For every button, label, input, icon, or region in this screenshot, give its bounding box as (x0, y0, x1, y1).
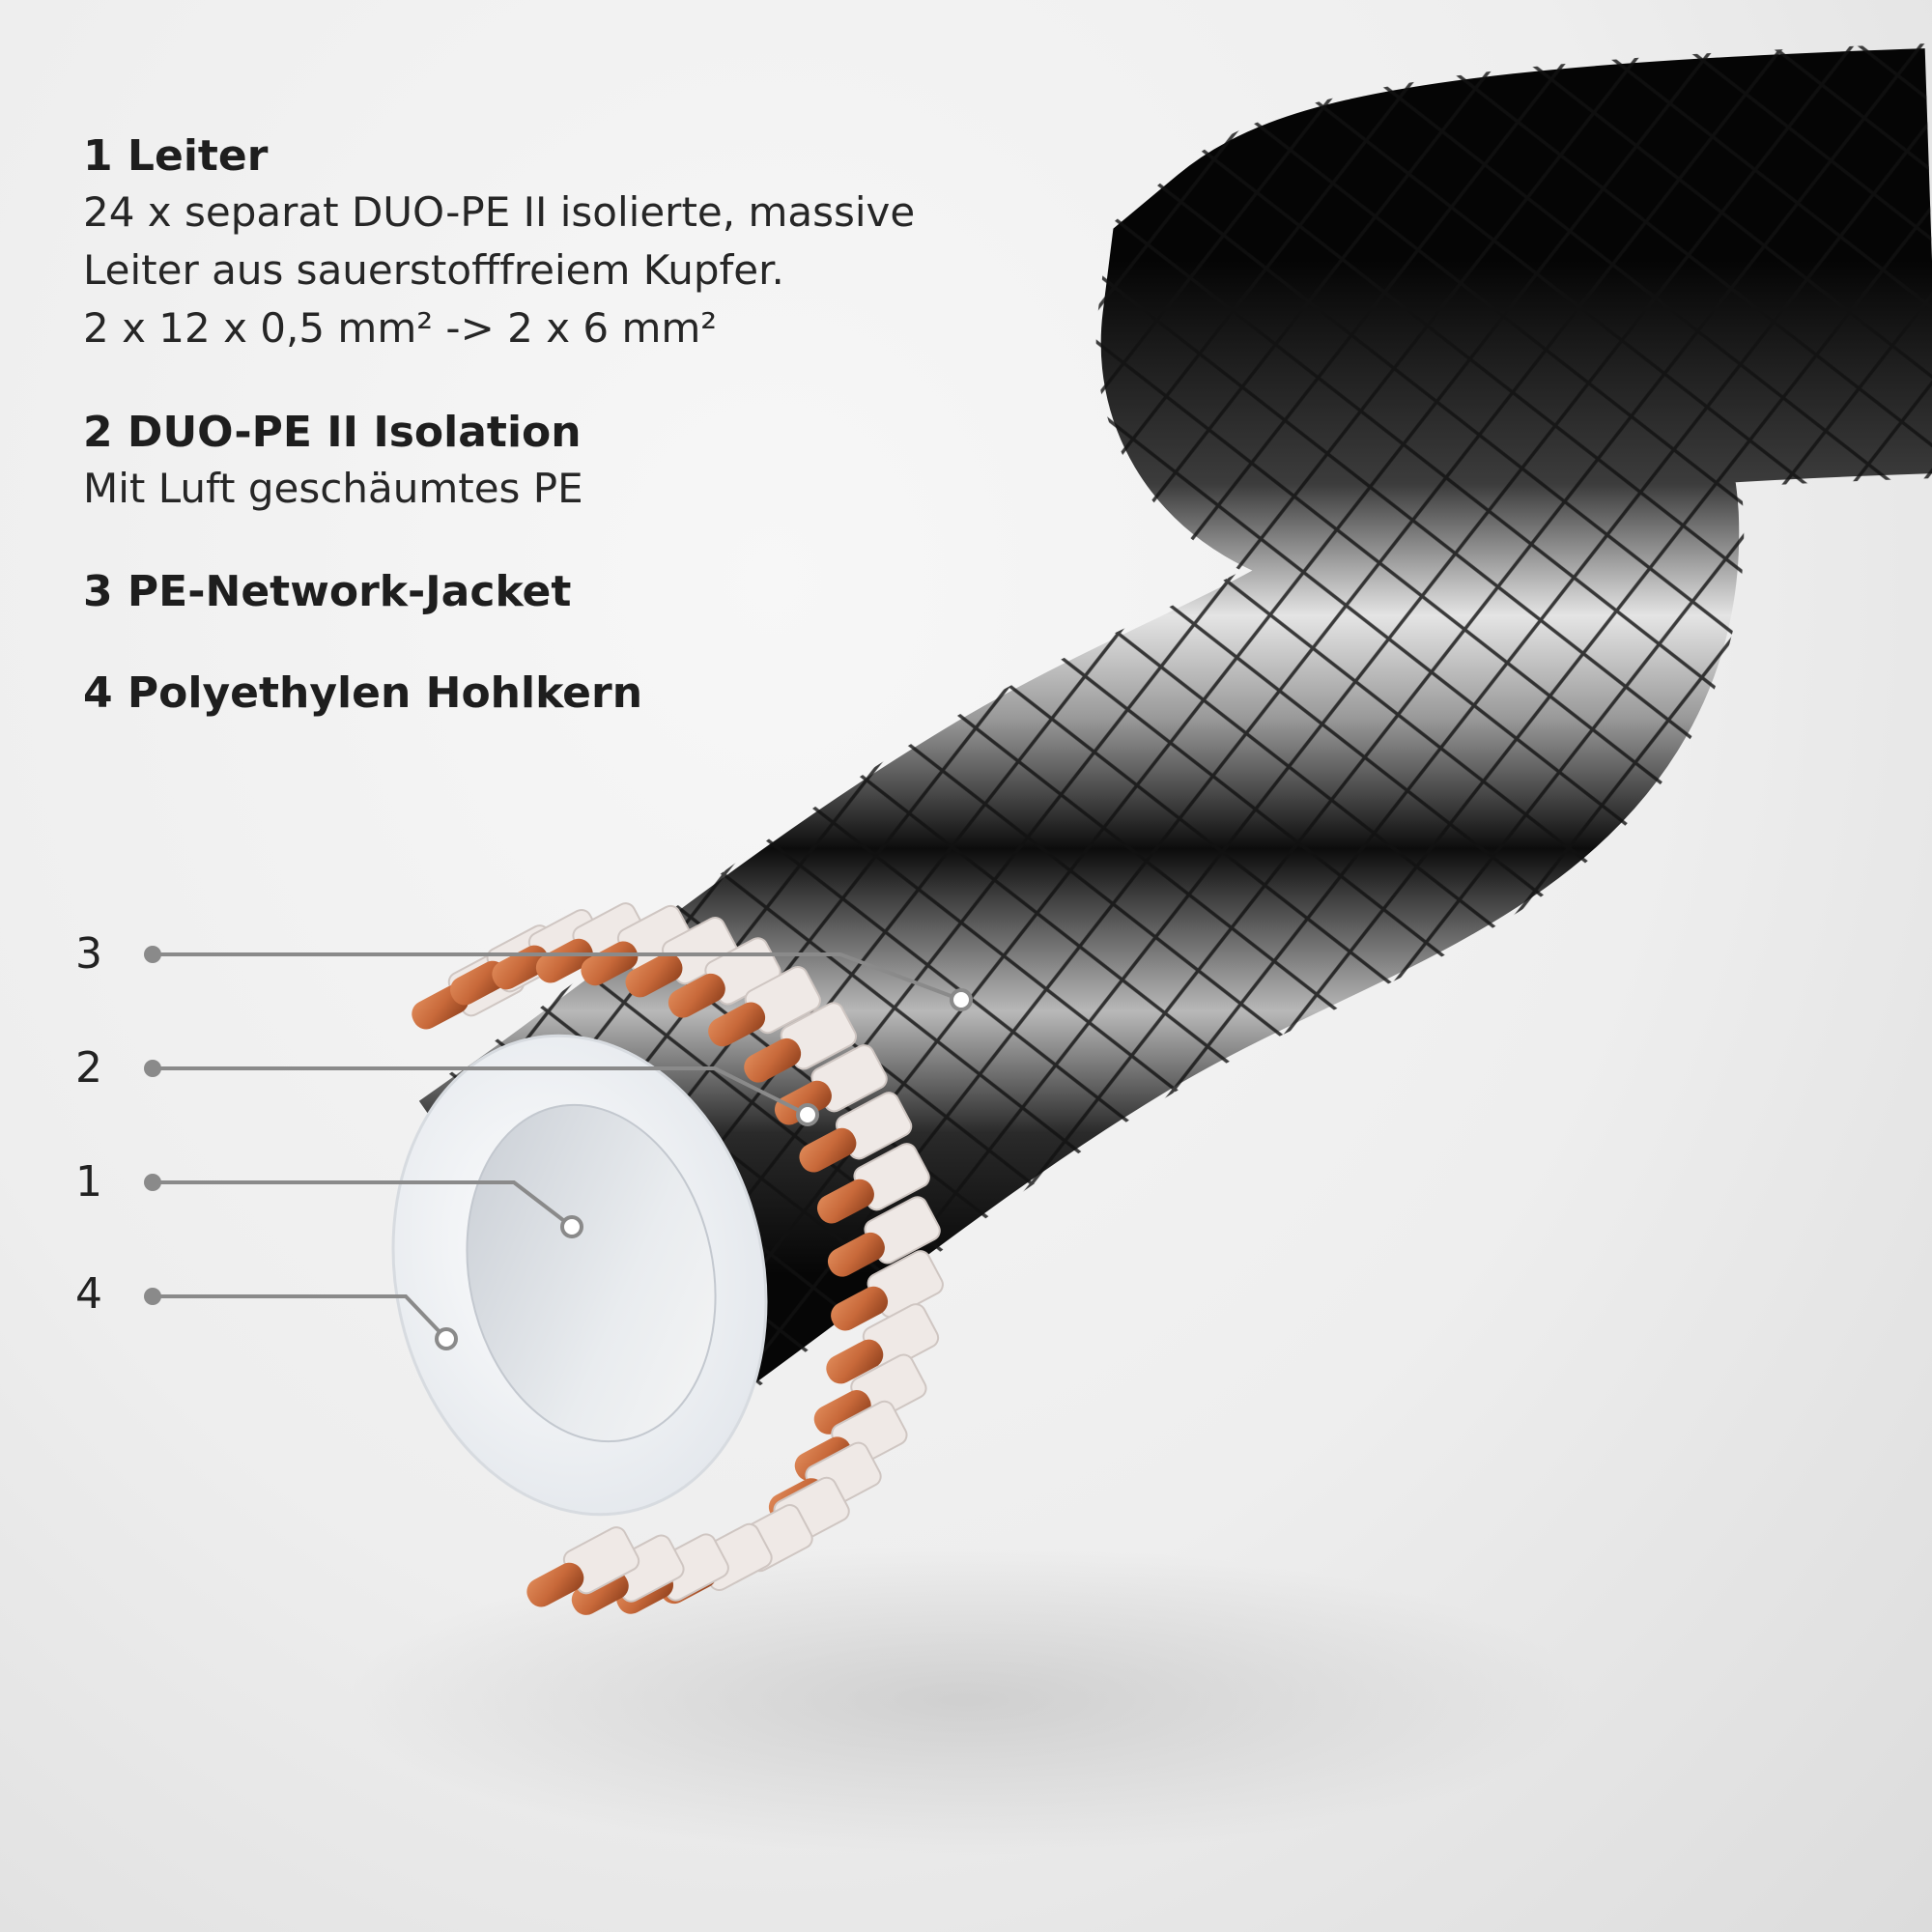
leader-start-dot (144, 946, 161, 963)
callout-number-4: 4 (75, 1269, 102, 1319)
legend-item-isolation: 2 DUO-PE II Isolation Mit Luft geschäumt… (83, 406, 583, 518)
insulated-conductor (799, 1092, 913, 1173)
leader-line-1 (153, 1180, 574, 1229)
insulated-conductor (827, 1196, 941, 1277)
insulated-conductor (774, 1044, 888, 1125)
callout-number-3: 3 (75, 929, 102, 979)
callout-number-2: 2 (75, 1043, 102, 1093)
copper-conductor (813, 1390, 871, 1435)
copper-conductor (581, 941, 639, 986)
copper-conductor (492, 945, 550, 990)
copper-conductor (827, 1232, 885, 1277)
legend-line: Leiter aus sauerstofffreiem Kupfer. (83, 246, 784, 294)
copper-conductor (708, 1002, 766, 1047)
copper-conductor (831, 1286, 889, 1331)
leader-end-marker (435, 1327, 458, 1350)
hollow-core-bore (466, 1103, 717, 1443)
copper-conductor (826, 1339, 884, 1384)
leader-start-dot (144, 1174, 161, 1191)
leader-end-marker (796, 1103, 819, 1126)
pe-network-jacket (415, 43, 1932, 1454)
leader-line-2 (153, 1066, 809, 1117)
legend-heading: 1 Leiter (83, 131, 269, 181)
hollow-core (391, 1034, 768, 1517)
conductor-ring (412, 902, 944, 1615)
copper-conductor (571, 1571, 629, 1615)
insulated-conductor (816, 1143, 930, 1224)
copper-conductor (535, 938, 593, 983)
leader-start-dot (144, 1288, 161, 1305)
copper-conductor (744, 1037, 802, 1083)
legend-item-core: 4 Polyethylen Hohlkern (83, 667, 642, 721)
insulated-conductor (708, 965, 821, 1047)
legend-line: Mit Luft geschäumtes PE (83, 465, 583, 512)
leader-end-marker (560, 1215, 583, 1238)
callout-number-1: 1 (75, 1157, 102, 1207)
copper-conductor (668, 973, 725, 1018)
floor-shadow (348, 1546, 1584, 1855)
leader-line-4 (153, 1294, 448, 1341)
cable-body (415, 43, 1932, 1454)
insulated-conductor (526, 1526, 640, 1607)
legend-item-jacket: 3 PE-Network-Jacket (83, 565, 571, 619)
copper-conductor (774, 1080, 832, 1125)
copper-conductor (799, 1127, 857, 1173)
insulated-conductor (571, 1534, 685, 1615)
legend-item-conductor: 1 Leiter 24 x separat DUO-PE II isoliert… (83, 129, 915, 357)
insulated-conductor (744, 1002, 858, 1083)
leader-start-dot (144, 1060, 161, 1077)
copper-conductor (625, 952, 683, 998)
leader-lines (144, 946, 973, 1350)
legend-heading: 4 Polyethylen Hohlkern (83, 668, 643, 718)
legend-heading: 2 DUO-PE II Isolation (83, 408, 582, 457)
leader-line-3 (153, 952, 962, 1002)
legend-line: 2 x 12 x 0,5 mm² -> 2 x 6 mm² (83, 304, 718, 352)
legend-heading: 3 PE-Network-Jacket (83, 567, 572, 616)
copper-conductor (816, 1179, 874, 1224)
leader-end-marker (950, 988, 973, 1011)
legend-line: 24 x separat DUO-PE II isolierte, massiv… (83, 188, 916, 236)
insulated-conductor (813, 1353, 927, 1435)
copper-conductor (526, 1562, 584, 1607)
